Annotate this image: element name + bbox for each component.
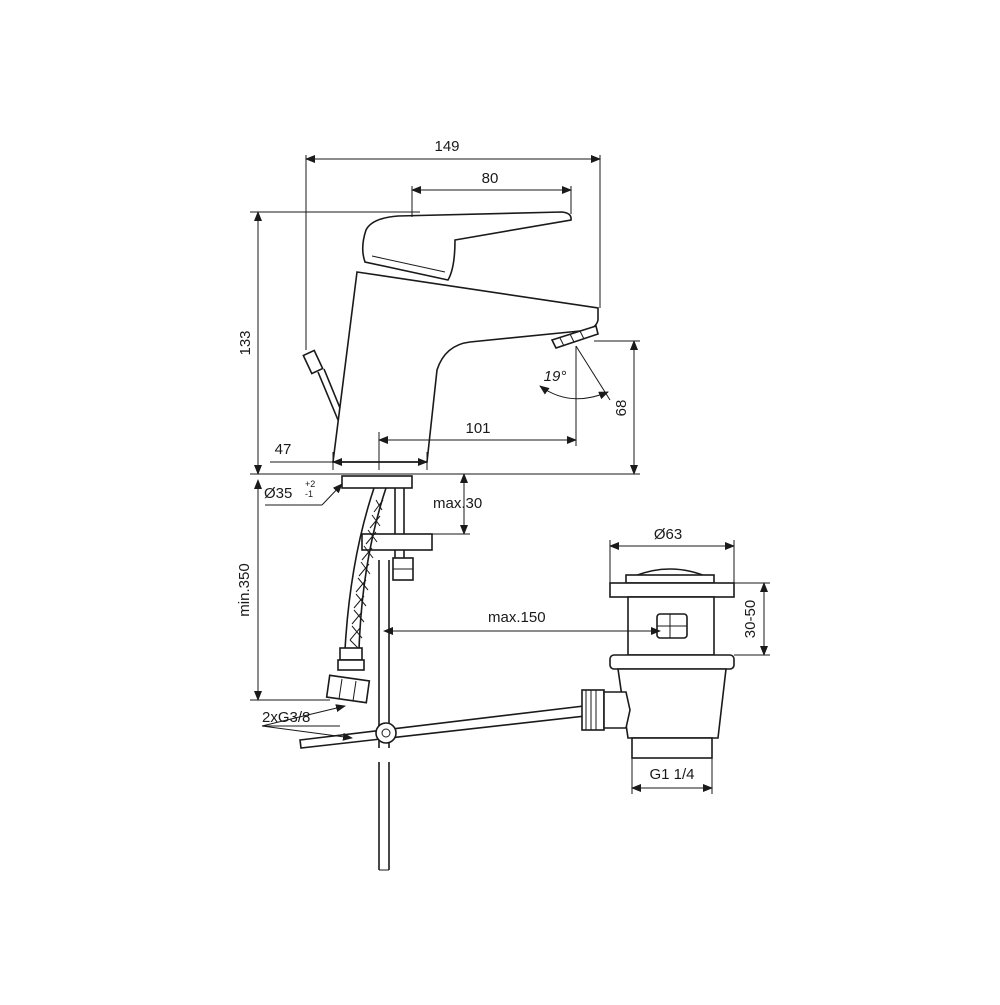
- dim-hole-diameter: Ø35: [264, 485, 292, 502]
- faucet: [302, 211, 599, 489]
- dim-waste-diameter: Ø63: [654, 526, 682, 543]
- fixing-bracket: [361, 533, 433, 551]
- dim-hose-length: min.350: [236, 563, 253, 616]
- dim-waste-thread: G1 1/4: [649, 766, 694, 783]
- lever-handle: [361, 211, 572, 281]
- link-rod: [299, 705, 586, 749]
- waste-side-port: [581, 689, 605, 731]
- dim-max-thickness: max.30: [433, 495, 482, 512]
- dim-connection: 2xG3/8: [262, 709, 310, 726]
- dim-spout-height: 68: [613, 400, 630, 417]
- dim-hole-tol-minus: -1: [305, 489, 313, 499]
- pull-rod-knob: [302, 349, 324, 375]
- dim-lever-length: 80: [482, 170, 499, 187]
- dim-height: 133: [237, 330, 254, 355]
- aerator: [550, 324, 599, 349]
- dim-spout-angle: 19°: [544, 368, 567, 385]
- dim-waste-range: 30-50: [742, 600, 759, 638]
- fixing-assembly: [299, 487, 586, 871]
- hose-nut: [325, 674, 371, 704]
- waste-flange: [609, 582, 735, 598]
- pop-up-waste: [581, 568, 735, 759]
- waste-locknut: [609, 654, 735, 670]
- rod-clamp: [375, 722, 397, 744]
- faucet-body: [332, 271, 599, 463]
- dim-rod-reach: max.150: [488, 609, 546, 626]
- dim-spout-reach: 101: [465, 420, 490, 437]
- base-plate: [341, 475, 413, 489]
- dim-hole-tol-plus: +2: [305, 479, 315, 489]
- dim-base-offset: 47: [275, 441, 292, 458]
- dim-total-width: 149: [434, 138, 459, 155]
- waste-tail: [631, 737, 713, 759]
- dimensions: 149 80 133 68 101 47 19°: [236, 138, 770, 794]
